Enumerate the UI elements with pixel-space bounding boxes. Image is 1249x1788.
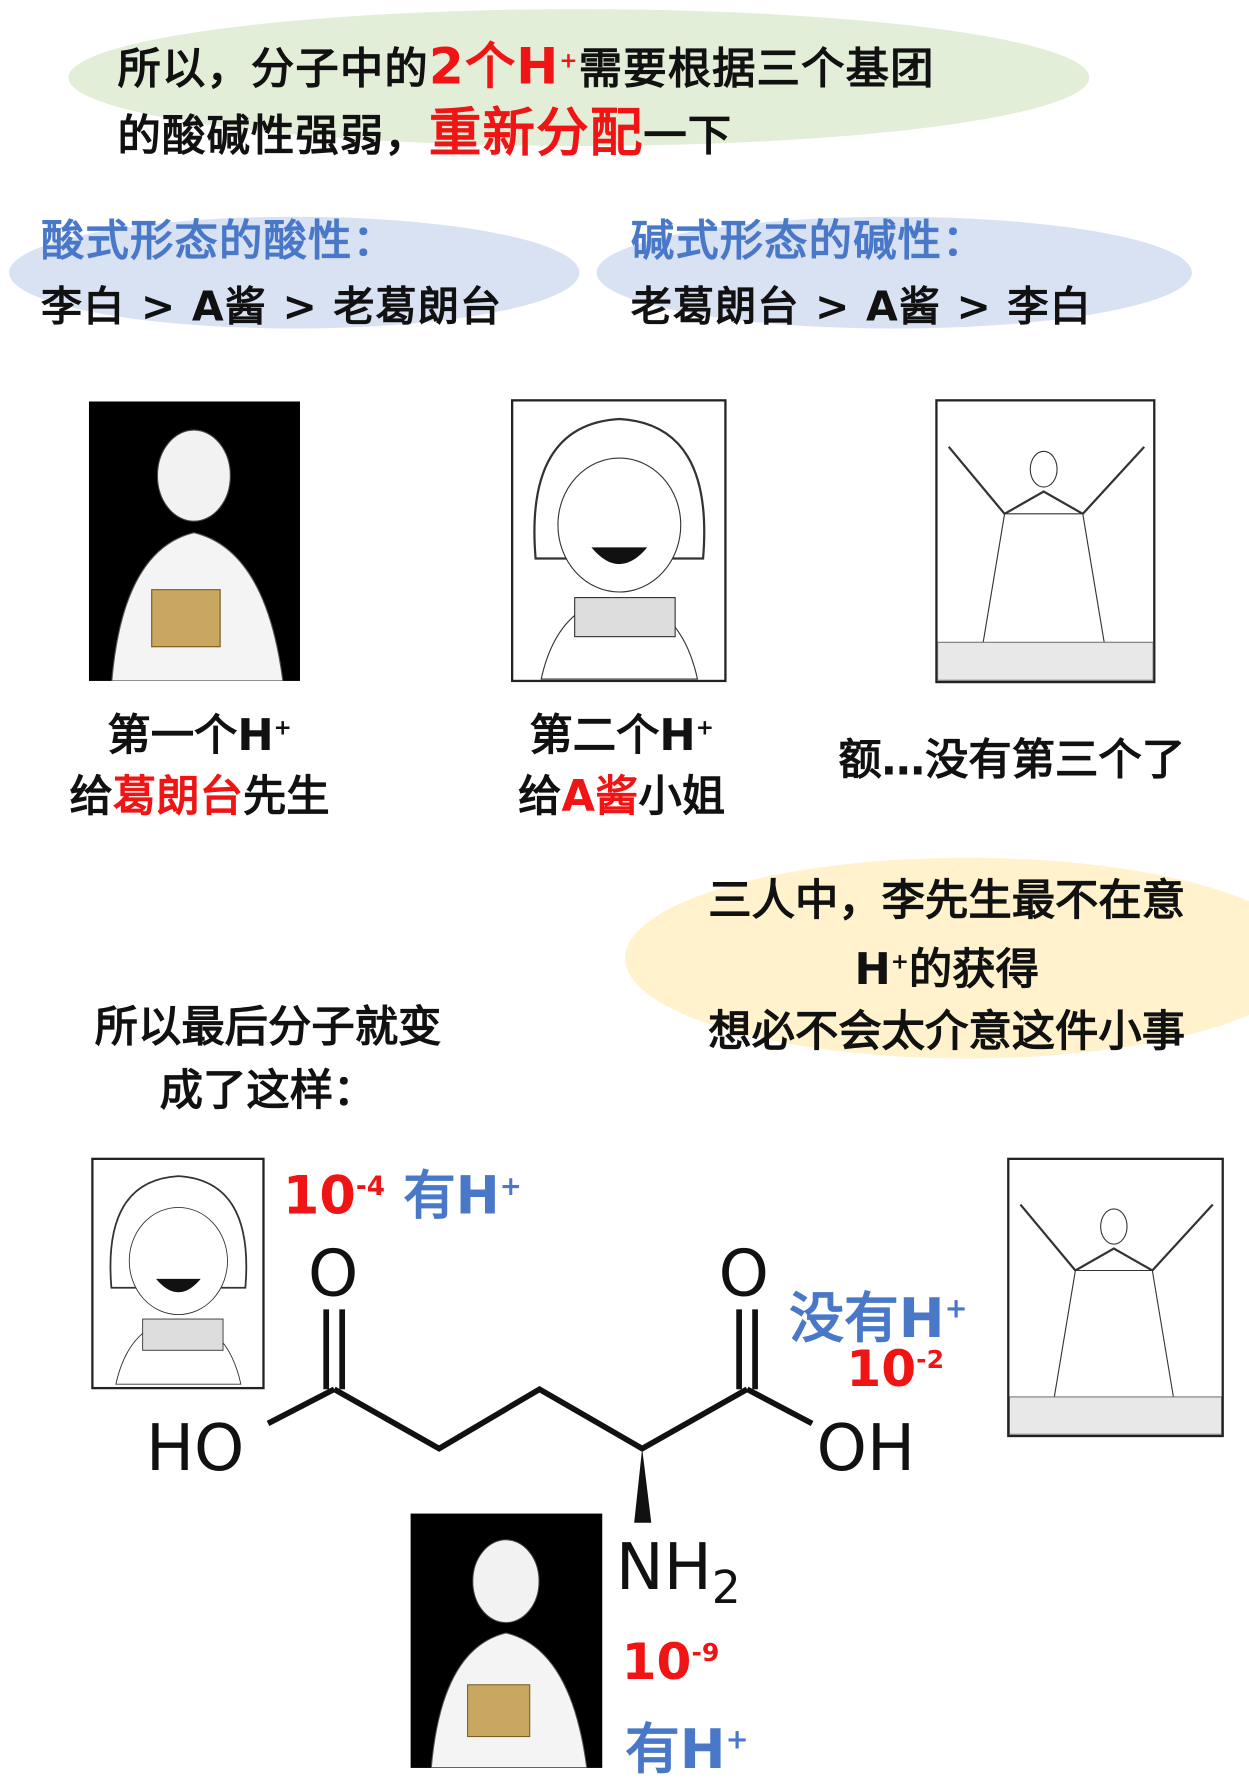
li-bai-illustration [937, 446, 1154, 681]
exponent: -4 [355, 1172, 386, 1202]
girl-illustration [533, 417, 706, 680]
superscript: + [695, 715, 714, 741]
note-line: 想必不会太介意这件小事 [708, 1005, 1186, 1056]
subscript: 2 [711, 1561, 741, 1615]
note-text: 三人中，李先生最不在意 H+的获得 想必不会太介意这件小事 [639, 869, 1249, 1061]
old-man-illustration [430, 1539, 588, 1768]
caption-first-h: 第一个H+ 给葛朗台先生 [34, 698, 365, 826]
intro-text: 一下 [643, 110, 733, 161]
wedge-bond [634, 1448, 652, 1523]
base-title: 碱式形态的碱性： [630, 215, 987, 266]
note-bubble [625, 857, 1249, 1059]
note-line: H [854, 944, 891, 995]
li-bai-portrait-small [1007, 1157, 1224, 1438]
amine-label: 有H+ [625, 1704, 749, 1784]
intro-highlight: 重新分配 [428, 101, 644, 164]
caption-text: 给 [69, 770, 113, 821]
girl-portrait [510, 399, 727, 683]
carbon-chain [332, 1385, 749, 1452]
right-carboxyl-label: 没有H+ [789, 1273, 967, 1353]
old-man-portrait-small [410, 1513, 603, 1768]
old-man-illustration [111, 429, 284, 681]
intro-highlight: 2个H [428, 37, 560, 96]
superscript: + [273, 715, 292, 741]
superscript: + [890, 948, 909, 975]
caption-text: 小姐 [638, 770, 726, 821]
intro-text: 所以，分子中的 [117, 43, 429, 94]
nh-text: NH [615, 1530, 712, 1605]
base-bubble [596, 216, 1192, 329]
intro-text: 需要根据三个基团 [578, 43, 935, 94]
bond [266, 1386, 336, 1427]
note-line: 的获得 [908, 944, 1039, 995]
girl-portrait-small [91, 1157, 265, 1390]
old-man-portrait [88, 401, 300, 681]
proton-status: 没有H [789, 1286, 945, 1351]
intro-text: 的酸碱性强弱， [117, 110, 429, 161]
bonds [266, 1309, 814, 1452]
exponent: -2 [916, 1346, 945, 1375]
li-bai-portrait [935, 399, 1156, 684]
acid-bubble [9, 216, 580, 329]
intro-bubble [68, 9, 1090, 146]
conclusion-line: 成了这样： [159, 1065, 377, 1116]
caption-second-h: 第二个H+ 给A酱小姐 [456, 698, 787, 826]
superscript: + [725, 1723, 749, 1756]
caption-text: 给 [518, 770, 562, 821]
acid-title: 酸式形态的酸性： [41, 215, 397, 266]
atom-o-left: O [307, 1237, 359, 1312]
girl-illustration [109, 1175, 248, 1385]
pka-value: 10 [846, 1340, 917, 1399]
exponent: -9 [691, 1639, 720, 1668]
bond [745, 1386, 814, 1426]
caption-text: 第一个H [107, 710, 274, 761]
superscript: + [944, 1292, 968, 1325]
caption-text: 先生 [242, 770, 330, 821]
atom-o-right: O [718, 1237, 769, 1312]
superscript: + [559, 48, 579, 74]
proton-status: 有H [625, 1717, 726, 1782]
caption-no-third: 额…没有第三个了 [838, 734, 1186, 785]
superscript: + [499, 1172, 522, 1202]
atom-ho: HO [145, 1412, 245, 1487]
left-carboxyl-label: 10-4 有H+ [283, 1154, 522, 1229]
caption-name: A酱 [561, 770, 639, 821]
pka-value: 10 [621, 1633, 692, 1692]
intro-line-1: 所以，分子中的2个H+需要根据三个基团 [117, 25, 934, 98]
li-bai-illustration [1009, 1203, 1222, 1435]
amine-value: 10-9 [622, 1633, 720, 1691]
intro-line-2: 的酸碱性强弱，重新分配一下 [117, 91, 732, 166]
proton-status: 有H [403, 1164, 500, 1227]
caption-name: 葛朗台 [112, 770, 243, 821]
note-line: 三人中，李先生最不在意 [708, 874, 1186, 926]
right-carboxyl-value: 10-2 [846, 1340, 944, 1398]
pka-value: 10 [282, 1164, 356, 1227]
atom-oh: OH [816, 1412, 915, 1487]
acid-order: 李白 > A酱 > 老葛朗台 [41, 284, 503, 331]
base-order: 老葛朗台 > A酱 > 李白 [630, 284, 1092, 331]
conclusion-line: 所以最后分子就变 [94, 1001, 442, 1052]
conclusion-text: 所以最后分子就变 成了这样： [46, 995, 491, 1123]
caption-text: 第二个H [529, 710, 696, 761]
atom-nh2: NH2 [616, 1531, 741, 1614]
